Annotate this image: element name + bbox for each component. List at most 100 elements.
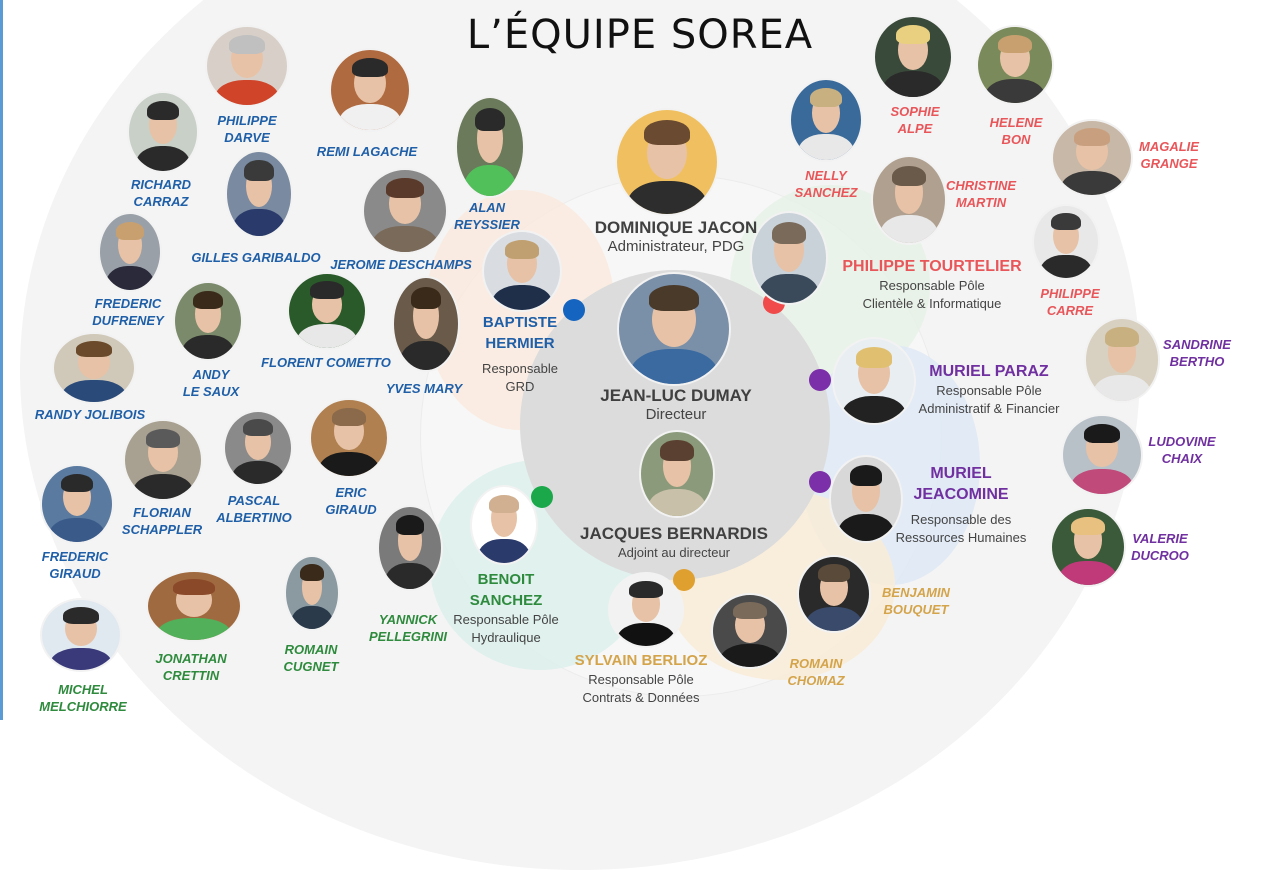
- portrait-shirt: [231, 460, 285, 484]
- portrait-shirt: [630, 348, 718, 384]
- leader-name: SYLVAIN BERLIOZ: [574, 652, 708, 669]
- portrait-shirt: [880, 215, 938, 243]
- portrait-hair: [116, 221, 144, 240]
- portrait-hair: [1084, 423, 1120, 443]
- leader-role: Responsable Pôle Administratif & Financi…: [918, 383, 1060, 416]
- portrait-photo: [617, 272, 731, 386]
- portrait-hair: [1105, 327, 1139, 347]
- member-name: CHRISTINE MARTIN: [945, 178, 1017, 210]
- portrait-shirt: [627, 180, 707, 214]
- slide-left-edge: [0, 0, 3, 720]
- portrait-hair: [660, 440, 694, 461]
- portrait-shirt: [233, 209, 285, 236]
- member-name: REMI LAGACHE: [316, 144, 418, 159]
- portrait-shirt: [296, 324, 358, 348]
- portrait-shirt: [215, 80, 279, 105]
- portrait-hair: [895, 25, 931, 45]
- orange-dot: [673, 569, 695, 591]
- portrait-hair: [504, 239, 540, 259]
- portrait-hair: [629, 581, 663, 599]
- portrait-shirt: [1093, 374, 1151, 401]
- leader-name: JACQUES BERNARDIS: [580, 524, 768, 543]
- portrait-shirt: [157, 618, 231, 640]
- portrait-shirt: [318, 451, 380, 476]
- leader-name: DOMINIQUE JACON: [594, 218, 758, 237]
- leader-name: PHILIPPE TOURTELIER: [842, 258, 1022, 275]
- portrait-photo: [309, 398, 389, 478]
- portrait-photo: [123, 419, 203, 501]
- page-title: L’ÉQUIPE SOREA: [466, 12, 814, 58]
- portrait-photo: [98, 212, 162, 292]
- portrait-photo: [615, 108, 719, 216]
- blue-dot: [563, 299, 585, 321]
- member-name: RANDY JOLIBOIS: [34, 407, 146, 422]
- portrait-hair: [60, 473, 94, 492]
- org-chart-slide: L’ÉQUIPE SOREA DOMINIQUE JACON Administr…: [0, 0, 1231, 870]
- portrait-shirt: [132, 474, 194, 499]
- portrait-photo: [789, 78, 863, 162]
- member-name: NELLY SANCHEZ: [794, 168, 858, 200]
- portrait-shirt: [806, 607, 862, 631]
- leader-jacon: DOMINIQUE JACON Administrateur, PDG: [595, 217, 757, 256]
- purple-dot-1: [809, 369, 831, 391]
- member-name: PHILIPPE CARRE: [1040, 286, 1100, 318]
- portrait-photo: [1032, 204, 1100, 280]
- leader-role: Responsable des Ressources Humaines: [895, 512, 1027, 545]
- portrait-photo: [832, 337, 916, 425]
- member-name: VALERIE DUCROO: [1131, 531, 1189, 563]
- portrait-hair: [1051, 213, 1081, 231]
- member-name: FLORIAN SCHAPPLER: [121, 505, 203, 537]
- portrait-photo: [173, 281, 243, 361]
- portrait-shirt: [463, 164, 517, 196]
- member-name: ROMAIN CUGNET: [283, 642, 339, 674]
- portrait-shirt: [372, 225, 438, 252]
- portrait-photo: [40, 464, 114, 544]
- portrait-hair: [849, 465, 883, 486]
- purple-dot-2: [809, 471, 831, 493]
- member-name: FREDERIC GIRAUD: [41, 549, 109, 581]
- portrait-shirt: [1060, 171, 1124, 195]
- leader-name: MURIEL PARAZ: [929, 363, 1049, 380]
- member-name: YVES MARY: [385, 381, 463, 396]
- portrait-photo: [392, 276, 460, 372]
- portrait-shirt: [49, 647, 113, 670]
- portrait-shirt: [617, 622, 675, 646]
- portrait-photo: [608, 572, 684, 648]
- portrait-photo: [329, 48, 411, 132]
- leader-bernardis: JACQUES BERNARDIS Adjoint au directeur: [580, 523, 768, 562]
- portrait-hair: [172, 578, 216, 596]
- leader-role: Administrateur, PDG: [607, 238, 745, 255]
- portrait-hair: [732, 602, 767, 620]
- portrait-shirt: [720, 643, 780, 667]
- portrait-photo: [639, 430, 715, 518]
- leader-sanchez: BENOIT SANCHEZ Responsable Pôle Hydrauli…: [453, 569, 559, 647]
- portrait-hair: [474, 107, 506, 132]
- portrait-hair: [192, 290, 224, 309]
- portrait-shirt: [648, 489, 706, 516]
- member-name: HELENE BON: [989, 115, 1043, 147]
- portrait-hair: [352, 58, 388, 78]
- leader-role: Responsable Pôle Hydraulique: [453, 612, 559, 645]
- portrait-shirt: [49, 517, 105, 542]
- leader-role: Responsable GRD: [482, 361, 558, 394]
- portrait-photo: [1051, 119, 1133, 197]
- portrait-hair: [489, 494, 519, 513]
- portrait-photo: [284, 555, 340, 631]
- portrait-photo: [52, 332, 136, 404]
- member-name: PHILIPPE DARVE: [217, 113, 277, 145]
- leader-hermier: BAPTISTE HERMIER Responsable GRD: [482, 312, 558, 396]
- member-name: FLORENT COMETTO: [261, 355, 391, 370]
- portrait-shirt: [842, 396, 906, 423]
- portrait-photo: [482, 230, 562, 312]
- portrait-hair: [411, 287, 441, 310]
- portrait-hair: [244, 160, 274, 181]
- portrait-photo: [127, 91, 199, 173]
- portrait-hair: [1074, 128, 1110, 147]
- portrait-shirt: [798, 134, 854, 160]
- member-name: MICHEL MELCHIORRE: [39, 682, 127, 714]
- leader-name: BENOIT SANCHEZ: [469, 571, 543, 609]
- member-name: MAGALIE GRANGE: [1139, 139, 1199, 171]
- portrait-hair: [386, 178, 424, 198]
- portrait-hair: [1071, 516, 1105, 535]
- leader-tourtelier: PHILIPPE TOURTELIER Responsable Pôle Cli…: [842, 256, 1021, 313]
